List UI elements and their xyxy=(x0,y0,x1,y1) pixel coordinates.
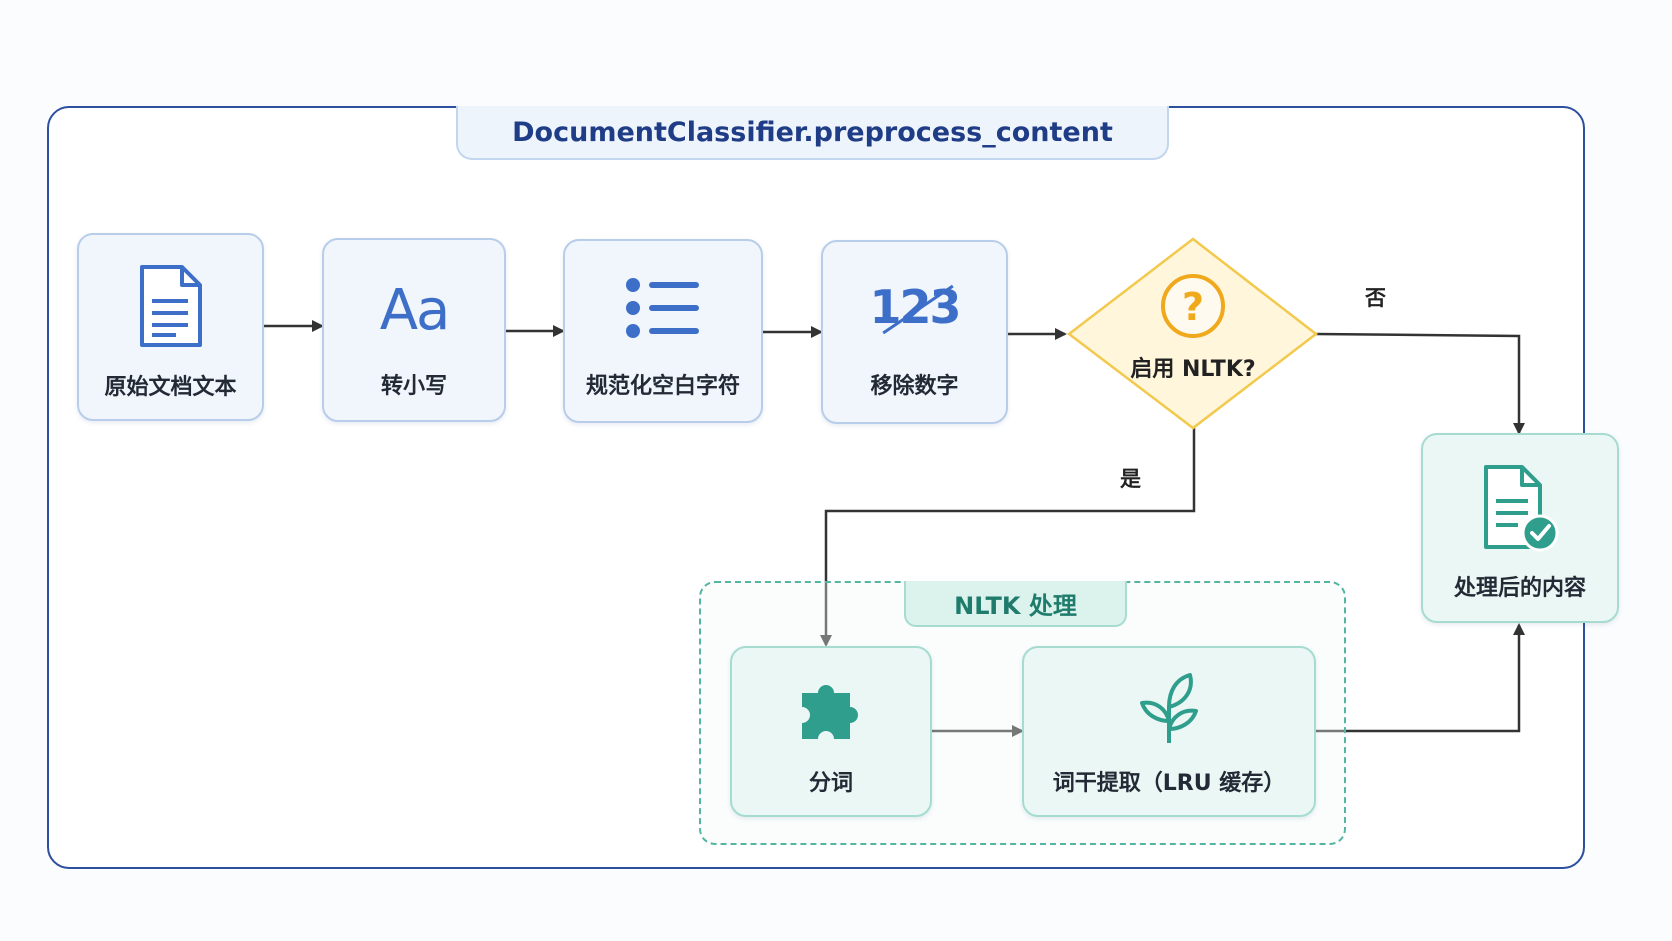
node-label: 转小写 xyxy=(380,374,447,399)
document-check-icon xyxy=(1484,465,1559,552)
node-normalize-whitespace: 规范化空白字符 xyxy=(563,239,763,423)
list-icon xyxy=(626,278,699,338)
node-raw-document: 原始文档文本 xyxy=(77,233,264,421)
sprout-icon xyxy=(1140,673,1198,743)
edge-label-no: 否 xyxy=(1365,286,1386,310)
font-case-icon: Aa xyxy=(379,278,451,343)
edge-yes-to-tokenize xyxy=(820,428,1196,647)
node-label: 分词 xyxy=(808,771,853,796)
node-label: 词干提取（LRU 缓存） xyxy=(1052,771,1286,796)
node-remove-digits: 123 移除数字 xyxy=(821,240,1008,424)
node-stemming: 词干提取（LRU 缓存） xyxy=(1022,646,1316,817)
svg-text:?: ? xyxy=(1182,285,1204,329)
edge-stem-to-output xyxy=(1316,623,1525,733)
node-lowercase: Aa 转小写 xyxy=(322,238,506,422)
edge-no-to-output xyxy=(1315,332,1525,435)
node-processed-content: 处理后的内容 xyxy=(1421,433,1619,623)
node-label: 移除数字 xyxy=(870,374,959,399)
nltk-group-label: NLTK 处理 xyxy=(904,581,1127,627)
document-icon xyxy=(139,265,202,347)
node-label: 规范化空白字符 xyxy=(585,374,740,399)
function-title: DocumentClassifier.preprocess_content xyxy=(456,106,1169,160)
question-icon: ? xyxy=(1161,274,1225,338)
edge-label-yes: 是 xyxy=(1120,467,1141,491)
node-tokenize: 分词 xyxy=(730,646,932,817)
puzzle-icon xyxy=(802,685,858,739)
decision-label: 启用 NLTK? xyxy=(1130,357,1256,382)
node-label: 原始文档文本 xyxy=(104,375,237,400)
node-label: 处理后的内容 xyxy=(1453,576,1586,601)
remove-numbers-icon: 123 xyxy=(869,280,962,335)
